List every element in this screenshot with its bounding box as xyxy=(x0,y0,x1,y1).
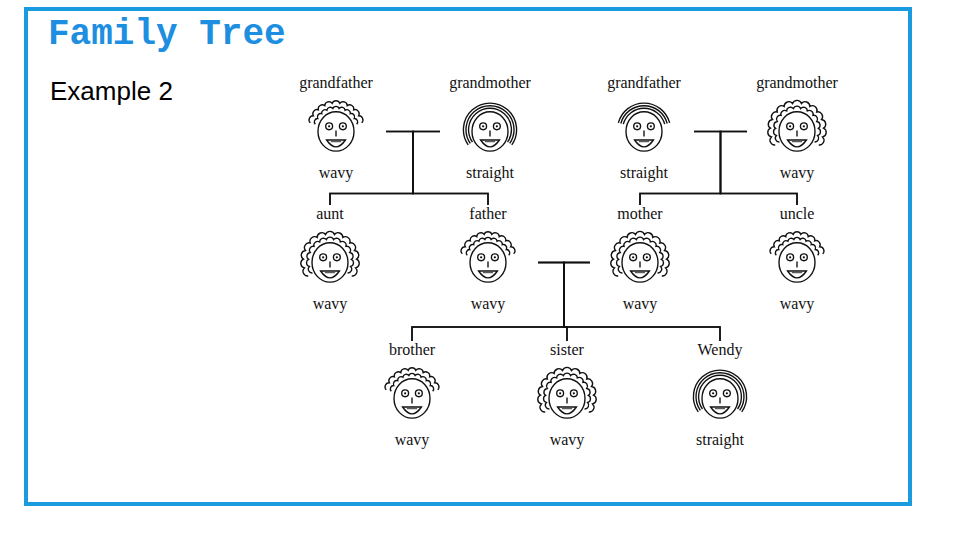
person: brother wavy xyxy=(362,341,462,449)
person: grandmother wavy xyxy=(747,74,847,182)
hair-label: wavy xyxy=(623,295,658,313)
relation-label: uncle xyxy=(780,205,815,223)
hair-label: wavy xyxy=(313,295,348,313)
title: Family Tree xyxy=(48,14,286,55)
hair-label: wavy xyxy=(780,164,815,182)
relation-label: brother xyxy=(389,341,435,359)
hair-label: wavy xyxy=(395,431,430,449)
relation-label: grandfather xyxy=(607,74,681,92)
relation-label: Wendy xyxy=(698,341,743,359)
person: father wavy xyxy=(438,205,538,313)
relation-label: grandfather xyxy=(299,74,373,92)
face-drawing xyxy=(376,359,448,431)
family-line xyxy=(538,263,567,341)
family-line xyxy=(564,263,720,341)
hair-label: straight xyxy=(696,431,744,449)
face-drawing xyxy=(608,92,680,164)
face-drawing xyxy=(294,223,366,295)
face-drawing xyxy=(452,223,524,295)
relation-label: father xyxy=(469,205,506,223)
family-line xyxy=(412,263,564,341)
person: mother wavy xyxy=(590,205,690,313)
hair-label: straight xyxy=(620,164,668,182)
person: grandmother straight xyxy=(440,74,540,182)
face-drawing xyxy=(761,92,833,164)
hair-label: wavy xyxy=(550,431,585,449)
person: uncle wavy xyxy=(747,205,847,313)
face-drawing xyxy=(684,359,756,431)
hair-label: straight xyxy=(466,164,514,182)
face-drawing xyxy=(300,92,372,164)
relation-label: aunt xyxy=(316,205,344,223)
face-drawing xyxy=(454,92,526,164)
person: aunt wavy xyxy=(280,205,380,313)
frame-border xyxy=(26,9,910,504)
relation-label: mother xyxy=(617,205,662,223)
hair-label: wavy xyxy=(780,295,815,313)
face-drawing xyxy=(761,223,833,295)
person: sister wavy xyxy=(517,341,617,449)
relation-label: sister xyxy=(550,341,584,359)
person: grandfather straight xyxy=(594,74,694,182)
hair-label: wavy xyxy=(471,295,506,313)
relation-label: grandmother xyxy=(756,74,838,92)
hair-label: wavy xyxy=(319,164,354,182)
person: grandfather wavy xyxy=(286,74,386,182)
face-drawing xyxy=(531,359,603,431)
subtitle: Example 2 xyxy=(50,76,173,107)
relation-label: grandmother xyxy=(449,74,531,92)
family-line xyxy=(564,263,590,341)
person: Wendy straight xyxy=(670,341,770,449)
face-drawing xyxy=(604,223,676,295)
